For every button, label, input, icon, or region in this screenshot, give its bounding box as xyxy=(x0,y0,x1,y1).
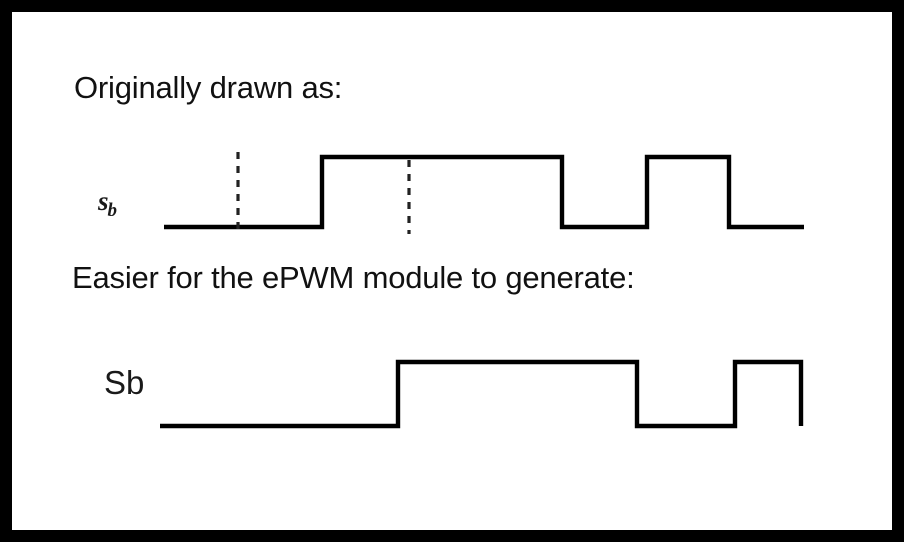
waveform-label-base: s xyxy=(98,186,109,216)
caption-originally-drawn-as: Originally drawn as: xyxy=(74,70,343,105)
waveform-epwm-path xyxy=(160,359,804,429)
waveform-label-sb-italic: sb xyxy=(98,186,117,222)
caption-easier-for-epwm: Easier for the ePWM module to generate: xyxy=(72,260,635,295)
waveform-original-path xyxy=(164,154,804,230)
waveform-label-subscript: b xyxy=(107,200,118,221)
waveform-label-sb-plain: Sb xyxy=(104,364,145,401)
